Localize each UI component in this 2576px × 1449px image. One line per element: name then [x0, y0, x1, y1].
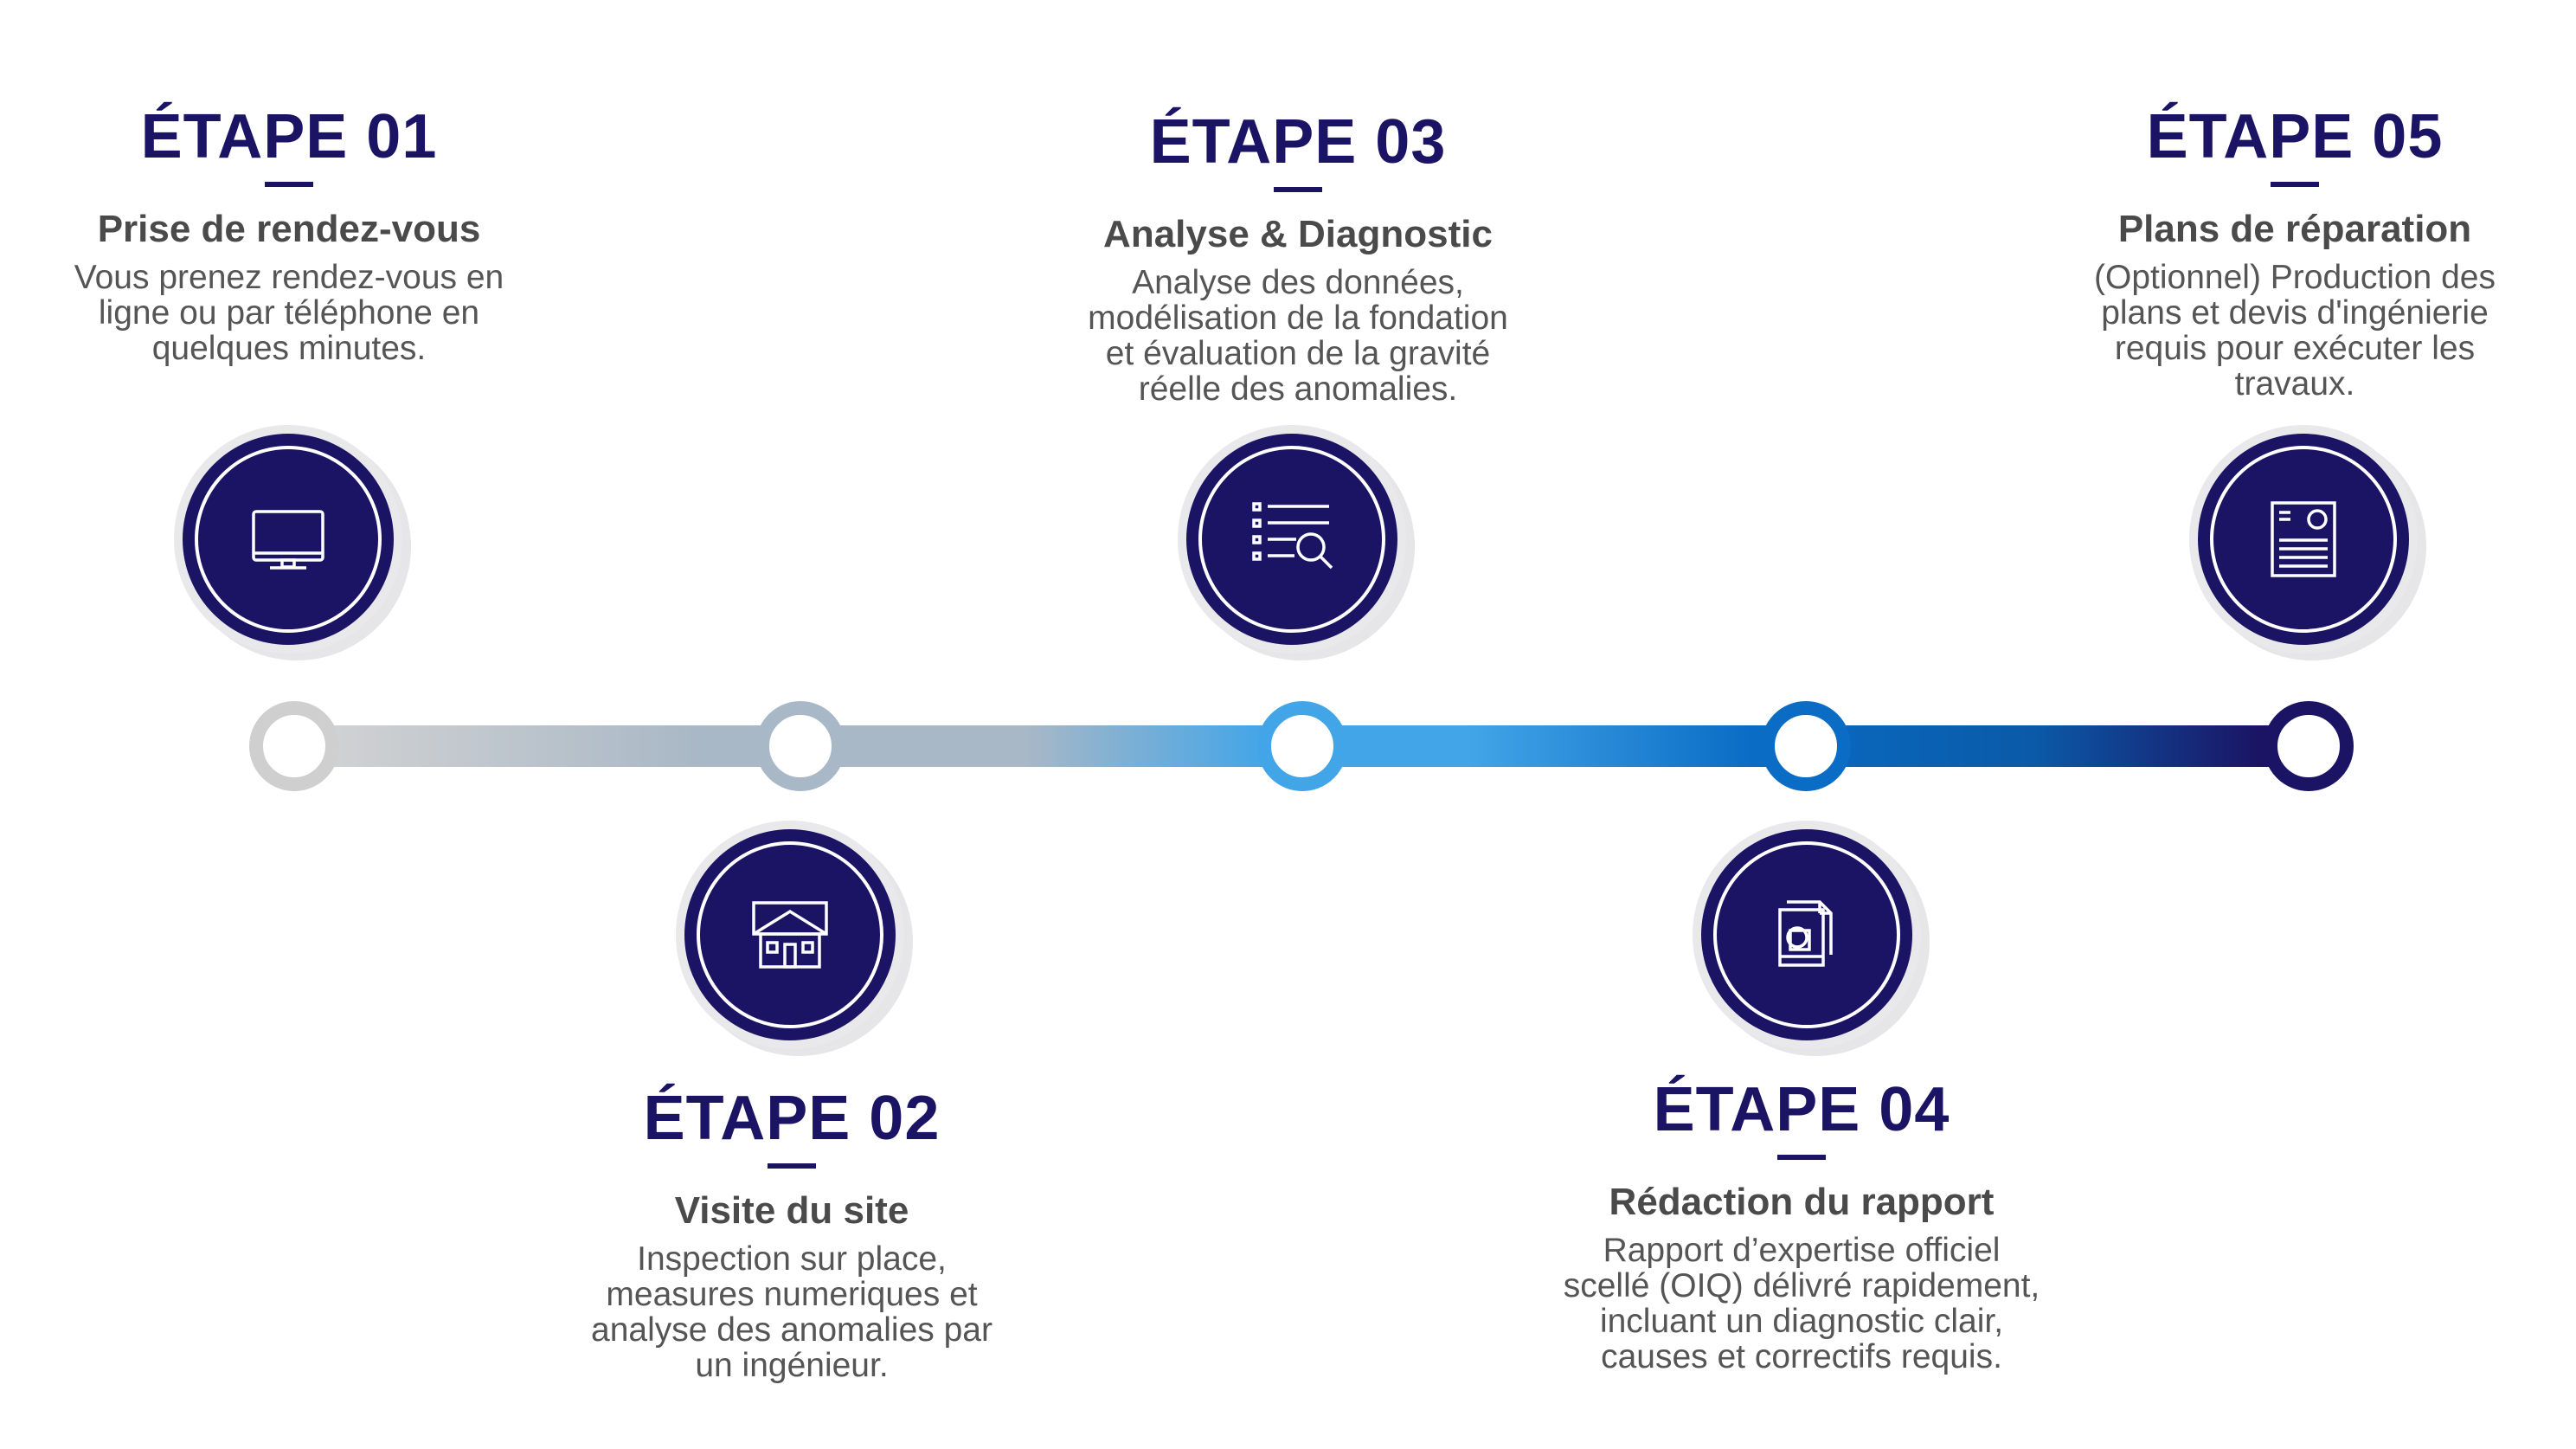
step-5: ÉTAPE 05 Plans de réparation (Optionnel)… [2027, 102, 2563, 402]
step-4-desc-line: incluant un diagnostic clair, [1599, 1303, 2004, 1340]
step-5-desc-line: plans et devis d'ingénierie [2101, 294, 2489, 332]
step-3-desc-line: réelle des anomalies. [1138, 370, 1458, 408]
monitor-icon [252, 510, 324, 570]
step-3-desc-line: et évaluation de la gravité [1105, 335, 1491, 372]
step-4-description: Rapport d’expertise officiel scellé (OIQ… [1533, 1233, 2070, 1375]
step-4-icon-circle [1690, 818, 1930, 1056]
step-1: ÉTAPE 01 Prise de rendez-vous Vous prene… [21, 102, 557, 366]
step-3-subtitle: Analyse & Diagnostic [1103, 213, 1493, 255]
step-1-icon-circle [171, 422, 411, 660]
step-2-divider [768, 1163, 816, 1169]
step-5-divider [2271, 182, 2319, 187]
step-3-icon-circle [1175, 422, 1415, 660]
step-2-desc-line: un ingénieur. [695, 1347, 889, 1384]
timeline-node-5 [2264, 701, 2354, 791]
step-5-icon-circle [2187, 422, 2426, 660]
timeline-node-1 [249, 701, 339, 791]
step-2-subtitle: Visite du site [674, 1189, 909, 1232]
step-2: ÉTAPE 02 Visite du site Inspection sur p… [524, 1084, 1060, 1383]
step-1-desc-line: ligne ou par téléphone en [98, 294, 480, 332]
step-2-title: ÉTAPE 02 [643, 1084, 941, 1153]
step-3: ÉTAPE 03 Analyse & Diagnostic Analyse de… [1030, 107, 1566, 407]
step-4: ÉTAPE 04 Rédaction du rapport Rapport d’… [1533, 1075, 2070, 1375]
step-4-desc-line: Rapport d’expertise officiel [1603, 1232, 2001, 1269]
step-5-desc-line: requis pour exécuter les [2114, 330, 2476, 367]
step-3-divider [1274, 187, 1322, 192]
step-1-divider [265, 182, 313, 187]
step-1-description: Vous prenez rendez-vous en ligne ou par … [21, 260, 557, 366]
house-icon [752, 901, 828, 969]
timeline-node-3 [1257, 701, 1347, 791]
step-2-icon-circle [673, 818, 913, 1056]
step-3-description: Analyse des données, modélisation de la … [1030, 265, 1566, 407]
step-4-desc-line: scellé (OIQ) délivré rapidement, [1563, 1267, 2040, 1304]
step-3-desc-line: modélisation de la fondation [1088, 299, 1508, 337]
step-1-desc-line: quelques minutes. [151, 330, 427, 367]
step-4-divider [1777, 1155, 1826, 1160]
step-2-desc-line: measures numeriques et [606, 1276, 978, 1313]
step-1-title: ÉTAPE 01 [140, 102, 438, 171]
certificate-icon [2271, 501, 2336, 577]
timeline-node-2 [755, 701, 845, 791]
step-1-subtitle: Prise de rendez-vous [97, 208, 481, 250]
step-2-description: Inspection sur place, measures numerique… [524, 1241, 1060, 1383]
step-5-desc-line: travaux. [2234, 365, 2355, 402]
timeline-node-4 [1761, 701, 1851, 791]
step-3-desc-line: Analyse des données, [1132, 264, 1464, 301]
step-5-desc-line: (Optionnel) Production des [2094, 259, 2496, 296]
documents-icon [1778, 900, 1833, 967]
step-2-desc-line: analyse des anomalies par [591, 1311, 992, 1349]
checklist-search-icon [1252, 502, 1333, 570]
step-4-subtitle: Rédaction du rapport [1609, 1181, 1995, 1223]
step-5-subtitle: Plans de réparation [2117, 208, 2472, 250]
step-5-title: ÉTAPE 05 [2146, 102, 2444, 171]
step-5-description: (Optionnel) Production des plans et devi… [2027, 260, 2563, 402]
step-1-desc-line: Vous prenez rendez-vous en [74, 259, 504, 296]
step-2-desc-line: Inspection sur place, [637, 1240, 947, 1278]
step-4-title: ÉTAPE 04 [1653, 1075, 1950, 1144]
step-4-desc-line: causes et correctifs requis. [1601, 1338, 2002, 1375]
step-3-title: ÉTAPE 03 [1149, 107, 1447, 177]
